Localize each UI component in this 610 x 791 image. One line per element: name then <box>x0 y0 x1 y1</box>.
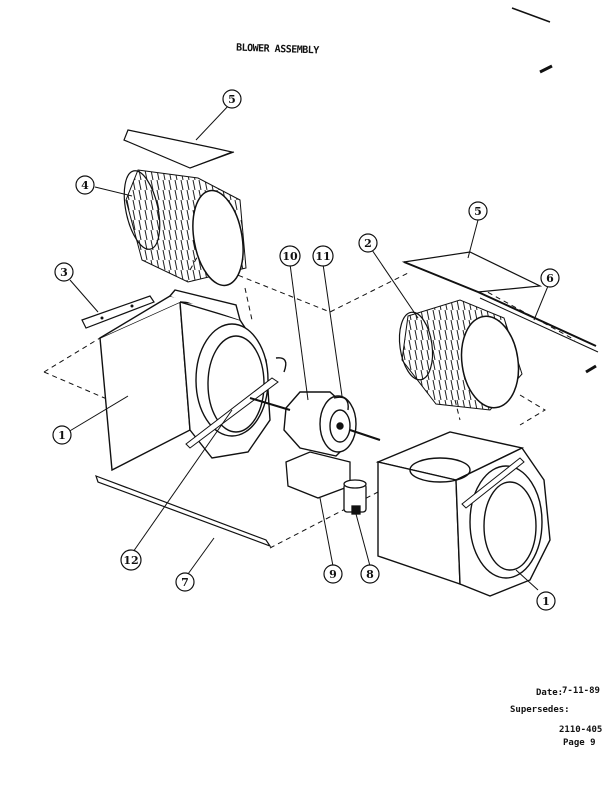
svg-text:8: 8 <box>366 568 374 581</box>
side-rail <box>477 291 597 347</box>
svg-text:5: 5 <box>228 93 236 106</box>
callout-8: 8 <box>360 564 380 584</box>
svg-text:1: 1 <box>58 429 66 442</box>
mounting-bracket <box>81 295 155 329</box>
blower-wheel-left <box>123 169 247 287</box>
date-label: Date: <box>536 688 564 698</box>
top-panel-left <box>123 129 235 169</box>
svg-text:11: 11 <box>315 250 330 263</box>
side-rail-edge <box>479 297 599 353</box>
callout-7: 7 <box>175 572 195 592</box>
scan-mark-right-lower <box>585 364 597 374</box>
base-rail <box>95 474 272 548</box>
blower-wheel-right <box>398 299 523 411</box>
callout-4: 4 <box>75 175 95 195</box>
svg-text:2: 2 <box>364 237 372 250</box>
scan-mark-top <box>511 7 551 23</box>
motor-clip-right <box>333 396 349 411</box>
svg-text:3: 3 <box>60 266 68 279</box>
date-value: 7-11-89 <box>562 686 600 696</box>
svg-text:5: 5 <box>474 205 482 218</box>
svg-text:4: 4 <box>81 179 89 192</box>
document-number: 2110-405 <box>559 725 603 735</box>
svg-text:6: 6 <box>546 272 554 285</box>
callout-3: 3 <box>54 262 74 282</box>
callout-2: 2 <box>358 233 378 253</box>
supersedes-label: Supersedes: <box>510 705 570 715</box>
blower-housing-right <box>375 431 551 597</box>
callout-1-left: 1 <box>52 425 72 445</box>
motor-clip-left <box>275 357 287 373</box>
callout-1-right: 1 <box>536 591 556 611</box>
callout-9: 9 <box>323 564 343 584</box>
motor <box>249 391 381 457</box>
callout-11: 11 <box>312 245 334 267</box>
callout-10: 10 <box>279 245 301 267</box>
page-number: Page 9 <box>563 738 596 748</box>
svg-text:7: 7 <box>181 576 189 589</box>
leader-lines <box>67 103 549 591</box>
svg-text:12: 12 <box>123 554 138 567</box>
capacitor <box>343 479 367 515</box>
top-panel-right <box>401 251 543 293</box>
motor-mount <box>285 451 351 499</box>
callout-5-top-left: 5 <box>222 89 242 109</box>
left-housing-strip <box>185 377 279 449</box>
callout-12: 12 <box>120 549 142 571</box>
svg-text:1: 1 <box>542 595 550 608</box>
blower-housing-left <box>99 289 271 472</box>
callout-6: 6 <box>540 268 560 288</box>
svg-text:10: 10 <box>282 250 298 263</box>
right-housing-strip <box>461 457 525 509</box>
svg-text:9: 9 <box>329 568 337 581</box>
callouts: 5 4 3 1 12 7 10 11 9 8 2 5 6 1 <box>52 89 560 611</box>
scan-mark-right <box>539 64 553 74</box>
callout-5-right: 5 <box>468 201 488 221</box>
